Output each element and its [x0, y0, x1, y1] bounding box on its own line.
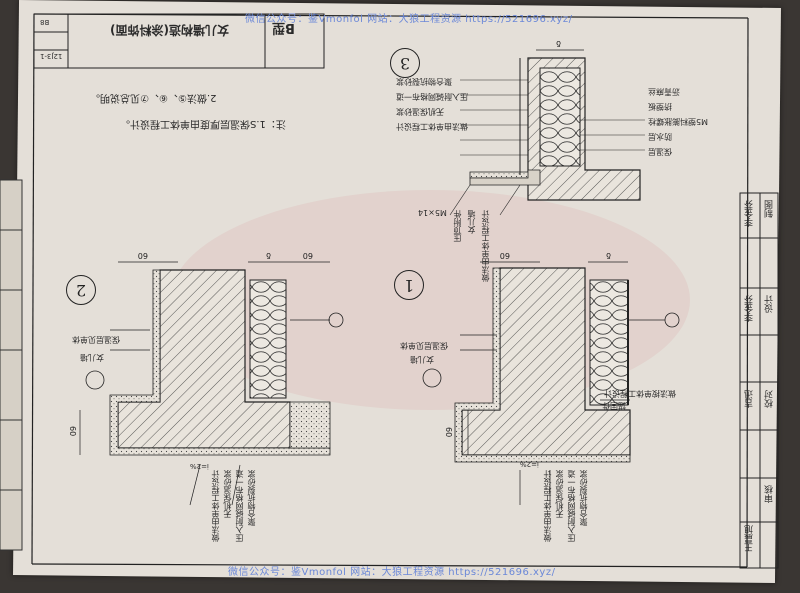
dim-text: 60: [444, 427, 453, 437]
d3-label: M5塑料膨胀螺栓: [648, 117, 708, 126]
title-block: [33, 13, 325, 69]
sign-label-design: 设计: [765, 295, 775, 313]
detail-1-drawing: [422, 261, 680, 505]
signature-block: [739, 192, 779, 569]
note-line-2: 2.做法⑤、⑥、⑦见总说明。: [90, 92, 217, 103]
d1-label: 女儿墙: [410, 355, 434, 364]
dim-text: 60: [68, 426, 77, 436]
d3-label: 无机保温砂浆: [396, 107, 444, 116]
d3-label: 聚合物抗裂砂浆: [396, 77, 452, 86]
dim-text: δ: [266, 251, 271, 260]
d3-label: 做法由单体工程设计: [481, 210, 490, 282]
sheet-frame: [31, 13, 749, 568]
dim-text: 60: [500, 251, 510, 260]
dim-text: δ: [606, 251, 611, 260]
d2-label: 女儿墙: [80, 353, 104, 362]
binding-strip: [0, 179, 23, 551]
d3-label: 保温层: [648, 147, 672, 156]
slope-label-1: i=2%: [520, 460, 539, 468]
atlas-number: 12J3-1: [40, 52, 63, 60]
d1-label: 保温层见单体: [400, 341, 448, 350]
d1-label: 做法按单体工程设计: [604, 389, 676, 398]
watermark-top: 微信公众号：鉴Vmonfol 网站：大狼工程资源 https://521696.…: [245, 14, 573, 25]
d1-label: 聚合物抗裂砂浆: [579, 470, 588, 526]
d3-label: 压顶附件: [453, 210, 462, 242]
detail-2-drawing: [79, 261, 344, 506]
page-number: B8: [40, 18, 50, 26]
slope-label-2: i=2%: [190, 462, 209, 470]
detail-number-3: 3: [390, 48, 420, 78]
sign-name-design: 李金芬: [745, 295, 755, 322]
d3-label: 防水层: [648, 132, 672, 141]
d1-label: 做法由单体工程设计: [543, 470, 552, 542]
watermark-bottom: 微信公众号：鉴Vmonfol 网站：大狼工程资源 https://521696.…: [228, 567, 556, 578]
title-type: B型: [272, 20, 295, 35]
sign-name-check: 吉迅: [745, 390, 755, 408]
dim-text: δ: [556, 39, 561, 48]
sign-name-draft: 李金芬: [745, 200, 755, 227]
d2-label: 保温层见单体: [72, 335, 120, 344]
drawing-title: 女儿墙构造(涂料饰面): [110, 23, 229, 37]
d3-label: 压入耐碱网格布一道: [396, 92, 468, 101]
d3-label: 挤塑板: [648, 102, 672, 111]
dimension-labels: 60 δ 60 δ 60 δ 60 60: [68, 39, 611, 437]
d3-label: 沥青麻丝: [648, 87, 680, 96]
detail-number-2: 2: [66, 275, 96, 305]
d3-label: 女儿墙: [467, 210, 476, 234]
sign-label-check: 校对: [765, 390, 775, 408]
sign-name-review: 王晨旭: [745, 525, 755, 552]
dim-text: 60: [303, 251, 313, 260]
note-line-1: 注：1.S保温层厚度由单体工程设计。: [120, 118, 286, 129]
d2-label: 压入耐碱网格布一道: [235, 470, 244, 542]
d2-label: 聚合物抗裂砂浆: [247, 470, 256, 526]
d3-label: M5×14: [418, 208, 447, 217]
d1-label: 锚固件: [602, 401, 626, 410]
sign-label-review: 审核: [765, 485, 775, 503]
d1-label: 无机保温砂浆: [555, 470, 564, 518]
sign-label-draft: 制图: [765, 200, 775, 218]
detail-3-drawing: [449, 49, 645, 216]
d2-label: 无机保温砂浆: [223, 470, 232, 518]
detail-number-1: 1: [394, 270, 424, 300]
d2-label: 做法由单体工程设计: [211, 470, 220, 542]
d1-label: 压入耐碱网格布一道: [567, 470, 576, 542]
d3-label: 做法由单体工程设计: [396, 122, 468, 131]
dim-text: 60: [138, 251, 148, 260]
